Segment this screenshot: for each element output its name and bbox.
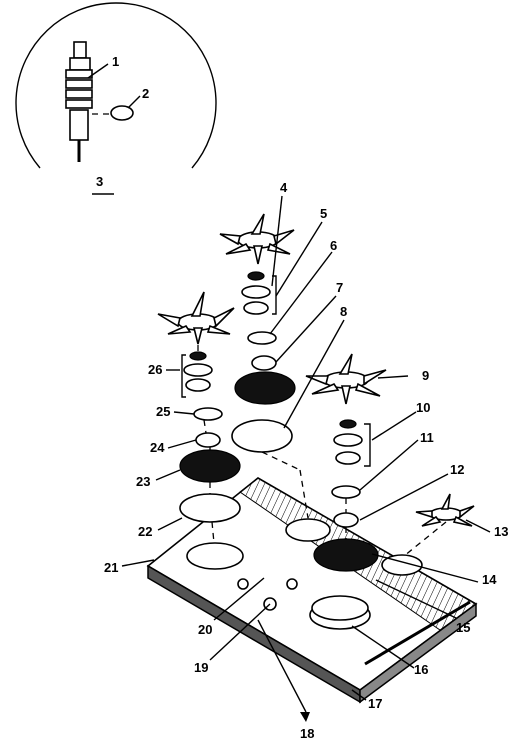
trim-ring-center xyxy=(231,419,293,453)
callout-20: 20 xyxy=(198,622,212,637)
right-burner-stack xyxy=(305,353,387,621)
callout-15: 15 xyxy=(456,620,470,635)
callout-8: 8 xyxy=(340,304,347,319)
burner-cap-left xyxy=(193,407,223,421)
trim-ring-left xyxy=(179,493,241,523)
orifice-ring-right xyxy=(333,512,359,528)
callout-14: 14 xyxy=(482,572,497,587)
callout-18: 18 xyxy=(300,726,314,741)
burner-plate-right xyxy=(313,538,379,572)
burner-hole-center xyxy=(285,518,331,542)
callout-4: 4 xyxy=(280,180,288,195)
callout-23: 23 xyxy=(136,474,150,489)
burner-cap-right xyxy=(331,485,361,499)
callout-7: 7 xyxy=(336,280,343,295)
burner-plate-left xyxy=(179,449,241,483)
cooktop-panel xyxy=(146,477,478,704)
orifice-ring-left xyxy=(195,432,221,448)
callout-25: 25 xyxy=(156,404,170,419)
callout-5: 5 xyxy=(320,206,327,221)
callout-24: 24 xyxy=(150,440,165,455)
knob-center xyxy=(286,578,298,590)
grate-center xyxy=(219,213,295,265)
callout-11: 11 xyxy=(420,430,434,445)
callout-9: 9 xyxy=(422,368,429,383)
left-burner-stack xyxy=(157,291,241,544)
callout-10: 10 xyxy=(416,400,430,415)
trim-ring-right xyxy=(311,595,369,621)
callout-17: 17 xyxy=(368,696,382,711)
callout-3: 3 xyxy=(96,174,103,189)
grate-small-right xyxy=(415,493,475,527)
grate-right xyxy=(305,353,387,405)
burner-plate-center xyxy=(234,371,296,405)
knob-left xyxy=(237,578,249,590)
grate-left xyxy=(157,291,235,345)
callout-1: 1 xyxy=(112,54,119,69)
igniter-nut xyxy=(110,105,134,121)
igniter-detail-inset xyxy=(15,2,217,169)
callout-12: 12 xyxy=(450,462,464,477)
callout-numbers: 1 2 3 4 5 6 7 8 9 10 11 12 13 14 15 16 1… xyxy=(96,54,508,741)
callout-19: 19 xyxy=(194,660,208,675)
burner-cap-center xyxy=(247,331,277,345)
callout-22: 22 xyxy=(138,524,152,539)
center-burner-stack xyxy=(219,213,309,519)
leader-lines xyxy=(87,63,491,722)
callout-13: 13 xyxy=(494,524,508,539)
callout-6: 6 xyxy=(330,238,337,253)
callout-16: 16 xyxy=(414,662,428,677)
orifice-ring-center xyxy=(251,355,277,371)
callout-26: 26 xyxy=(148,362,162,377)
callout-2: 2 xyxy=(142,86,149,101)
callout-21: 21 xyxy=(104,560,118,575)
igniter-electrode xyxy=(65,41,93,162)
burner-hole-left xyxy=(186,542,244,570)
